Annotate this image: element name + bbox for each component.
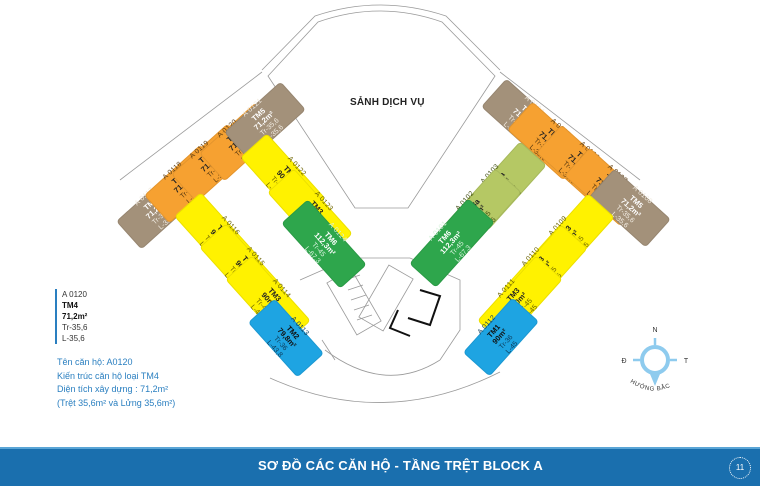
floor-plan: SẢNH DỊCH VỤ A 0117TM571,2m²Tr-35,6L-35,… bbox=[116, 4, 671, 403]
compass: N Đ T HƯỚNG BẮC bbox=[610, 318, 705, 400]
footer-title: SƠ ĐỒ CÁC CĂN HỘ - TẦNG TRỆT BLOCK A bbox=[258, 458, 544, 473]
unit-info: Tên căn hộ: A0120 Kiến trúc căn hộ loại … bbox=[57, 356, 175, 410]
legend-l: L-35,6 bbox=[62, 334, 85, 343]
info-type: Kiến trúc căn hộ loại TM4 bbox=[57, 370, 159, 381]
compass-east: Đ bbox=[621, 358, 626, 365]
legend-tr: Tr-35,6 bbox=[62, 323, 88, 332]
info-breakdown: (Trệt 35,6m² và Lửng 35,6m²) bbox=[57, 397, 176, 408]
footer-bar: SƠ ĐỒ CÁC CĂN HỘ - TẦNG TRỆT BLOCK A 11 bbox=[0, 447, 760, 486]
lobby-label: SẢNH DỊCH VỤ bbox=[350, 97, 425, 108]
info-name: Tên căn hộ: A0120 bbox=[57, 357, 133, 367]
legend-area: 71,2m² bbox=[62, 312, 88, 321]
compass-north: N bbox=[652, 327, 657, 334]
compass-west: T bbox=[684, 358, 689, 365]
selected-unit-legend: A 0120 TM4 71,2m² Tr-35,6 L-35,6 bbox=[55, 289, 88, 344]
legend-id: A 0120 bbox=[62, 290, 87, 299]
compass-pointer bbox=[650, 374, 660, 386]
svg-text:HƯỚNG BẮC: HƯỚNG BẮC bbox=[629, 379, 672, 393]
legend-type: TM4 bbox=[62, 301, 78, 310]
page-number: 11 bbox=[729, 457, 751, 479]
compass-caption: HƯỚNG BẮC bbox=[629, 379, 671, 393]
compass-icon: N Đ T HƯỚNG BẮC bbox=[621, 327, 689, 393]
info-area: Diện tích xây dựng : 71,2m² bbox=[57, 384, 169, 394]
